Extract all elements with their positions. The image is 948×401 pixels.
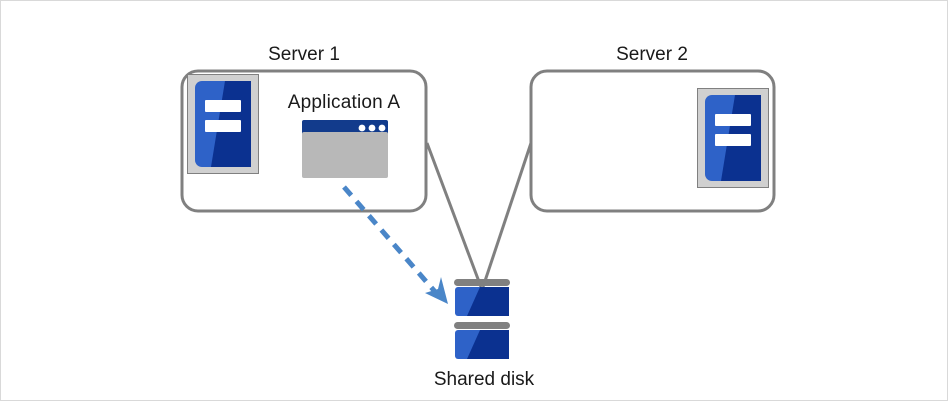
shared-disk-label: Shared disk [433,369,535,390]
disk-stack-icon [454,279,510,359]
application-window-icon [302,120,388,178]
application-label: Application A [287,92,401,113]
server1-to-disk-link [425,142,483,288]
server1-label: Server 1 [268,44,340,65]
server-icon [187,74,259,174]
server2-label: Server 2 [616,44,688,65]
server-icon [697,88,769,188]
server2-to-disk-link [481,142,533,288]
application-access-arrow [342,185,448,304]
